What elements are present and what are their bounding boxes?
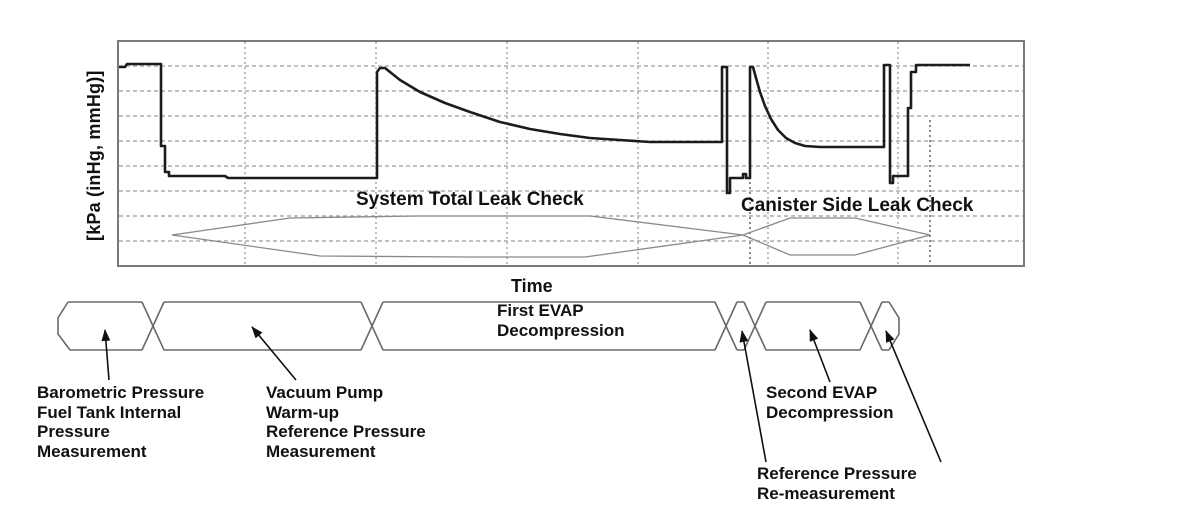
vacuum-line4: Measurement	[266, 441, 376, 461]
reference-pressure-remeasurement-label: Reference Pressure Re-measurement	[757, 464, 917, 503]
vacuum-pump-warmup-label: Vacuum Pump Warm-up Reference Pressure M…	[266, 383, 426, 461]
vertical-gridlines	[244, 42, 899, 265]
barometric-line1: Barometric Pressure	[37, 383, 205, 402]
vacuum-line3: Reference Pressure	[266, 422, 426, 441]
barometric-line2: Fuel Tank Internal	[37, 402, 182, 422]
chart-border	[117, 40, 1025, 267]
canister-side-leak-check-label: Canister Side Leak Check	[741, 195, 974, 216]
system-total-leak-check-label: System Total Leak Check	[356, 189, 584, 210]
first-evap-line1: First EVAP	[497, 301, 584, 320]
second-evap-decompression-label: Second EVAP Decompression	[766, 383, 894, 422]
barometric-line3: Pressure	[37, 422, 110, 441]
vacuum-line2: Warm-up	[266, 402, 340, 422]
barometric-line4: Measurement	[37, 441, 147, 461]
first-evap-decompression-label: First EVAP Decompression	[497, 301, 625, 341]
timeline-end-caps	[57, 301, 900, 351]
pump-signal-upper-curve	[171, 215, 931, 236]
reference-line2: Re-measurement	[757, 483, 895, 503]
pressure-trace	[117, 62, 970, 195]
phase-timeline	[57, 301, 900, 351]
reference-line1: Reference Pressure	[757, 464, 917, 483]
timeline-crossovers	[141, 301, 883, 351]
pump-signal-lower-curve	[171, 234, 931, 258]
pressure-chart	[117, 40, 1025, 267]
second-evap-line2: Decompression	[766, 402, 894, 422]
y-axis-label: [kPa (inHg, mmHg)]	[84, 70, 104, 241]
second-evap-line1: Second EVAP	[766, 383, 878, 402]
x-axis-label: Time	[511, 276, 553, 296]
first-evap-line2: Decompression	[497, 321, 625, 340]
vacuum-line1: Vacuum Pump	[266, 383, 384, 402]
barometric-pressure-label: Barometric Pressure Fuel Tank Internal P…	[37, 383, 204, 461]
